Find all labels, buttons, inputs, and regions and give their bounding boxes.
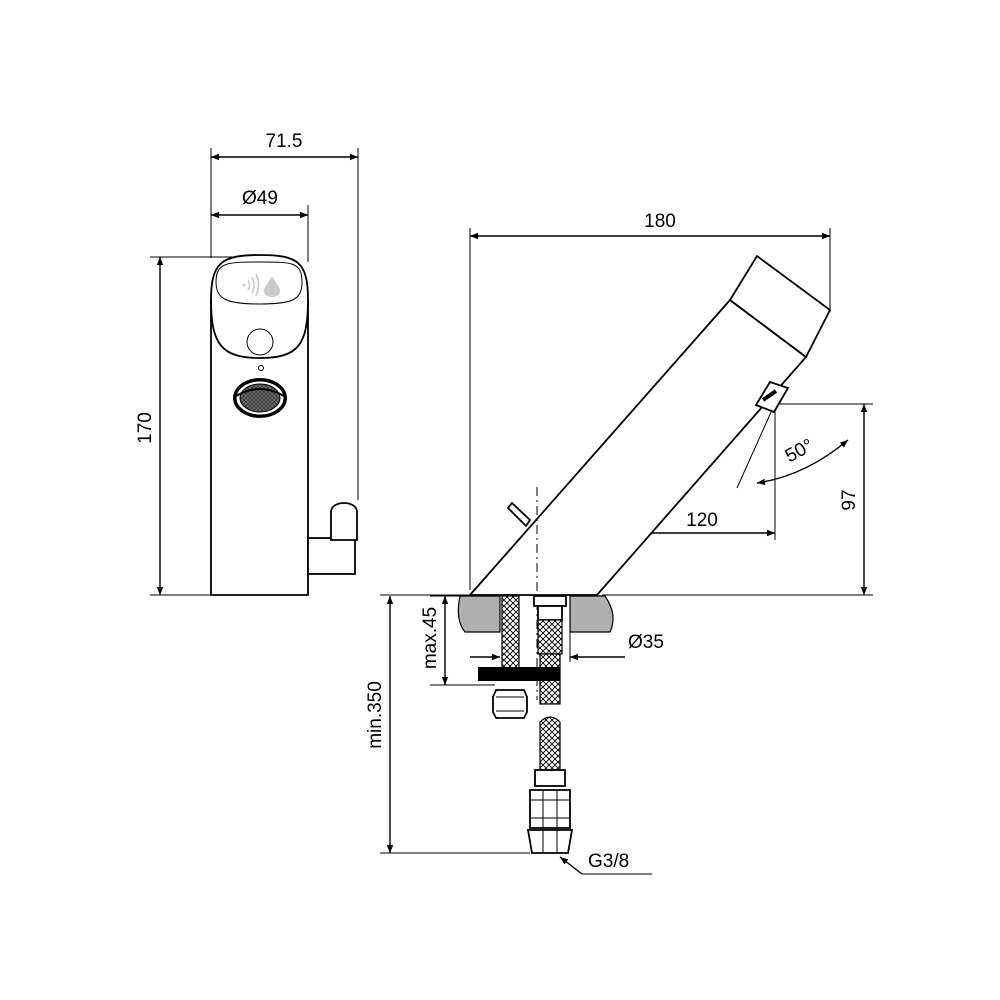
angle-label: 50°	[782, 435, 817, 467]
water-drop-icon	[264, 276, 280, 297]
hole-diameter-label: Ø35	[628, 632, 664, 653]
sensor-window	[215, 261, 303, 305]
height-dimension-label: 170	[135, 412, 156, 444]
thread-leader-line	[559, 856, 583, 875]
spout-outlet	[754, 380, 790, 414]
faucet-body-front	[210, 300, 309, 596]
deck-thickness-dimension-label: max.45	[420, 607, 441, 669]
front-view: 71.5 Ø49 170	[135, 131, 359, 596]
mounting-nut	[492, 689, 528, 719]
width-dimension-label: 71.5	[266, 131, 303, 152]
countertop	[457, 595, 501, 633]
side-view: 180 120 97 50°	[365, 211, 873, 875]
countertop-right	[569, 595, 614, 633]
sensor-head	[210, 254, 309, 359]
reach-dimension-label: 120	[686, 510, 718, 531]
aerator	[233, 378, 287, 418]
threaded-rod	[501, 595, 520, 669]
outlet-height-dimension-label: 97	[839, 489, 860, 510]
thread-label: G3/8	[588, 851, 629, 872]
angle-arc	[756, 439, 849, 486]
sensor-waves-icon	[242, 273, 260, 297]
supply-hose-lower	[526, 716, 574, 854]
mounting-plate	[478, 667, 560, 681]
lever-pin	[506, 501, 532, 528]
hose-length-dimension-label: min.350	[365, 681, 386, 749]
side-lever	[307, 502, 358, 575]
sensor-button	[246, 328, 274, 356]
supply-hose-upper	[533, 595, 567, 705]
sensor-led	[258, 365, 264, 371]
diameter-dimension-label: Ø49	[242, 188, 278, 209]
depth-dimension-label: 180	[644, 211, 676, 232]
